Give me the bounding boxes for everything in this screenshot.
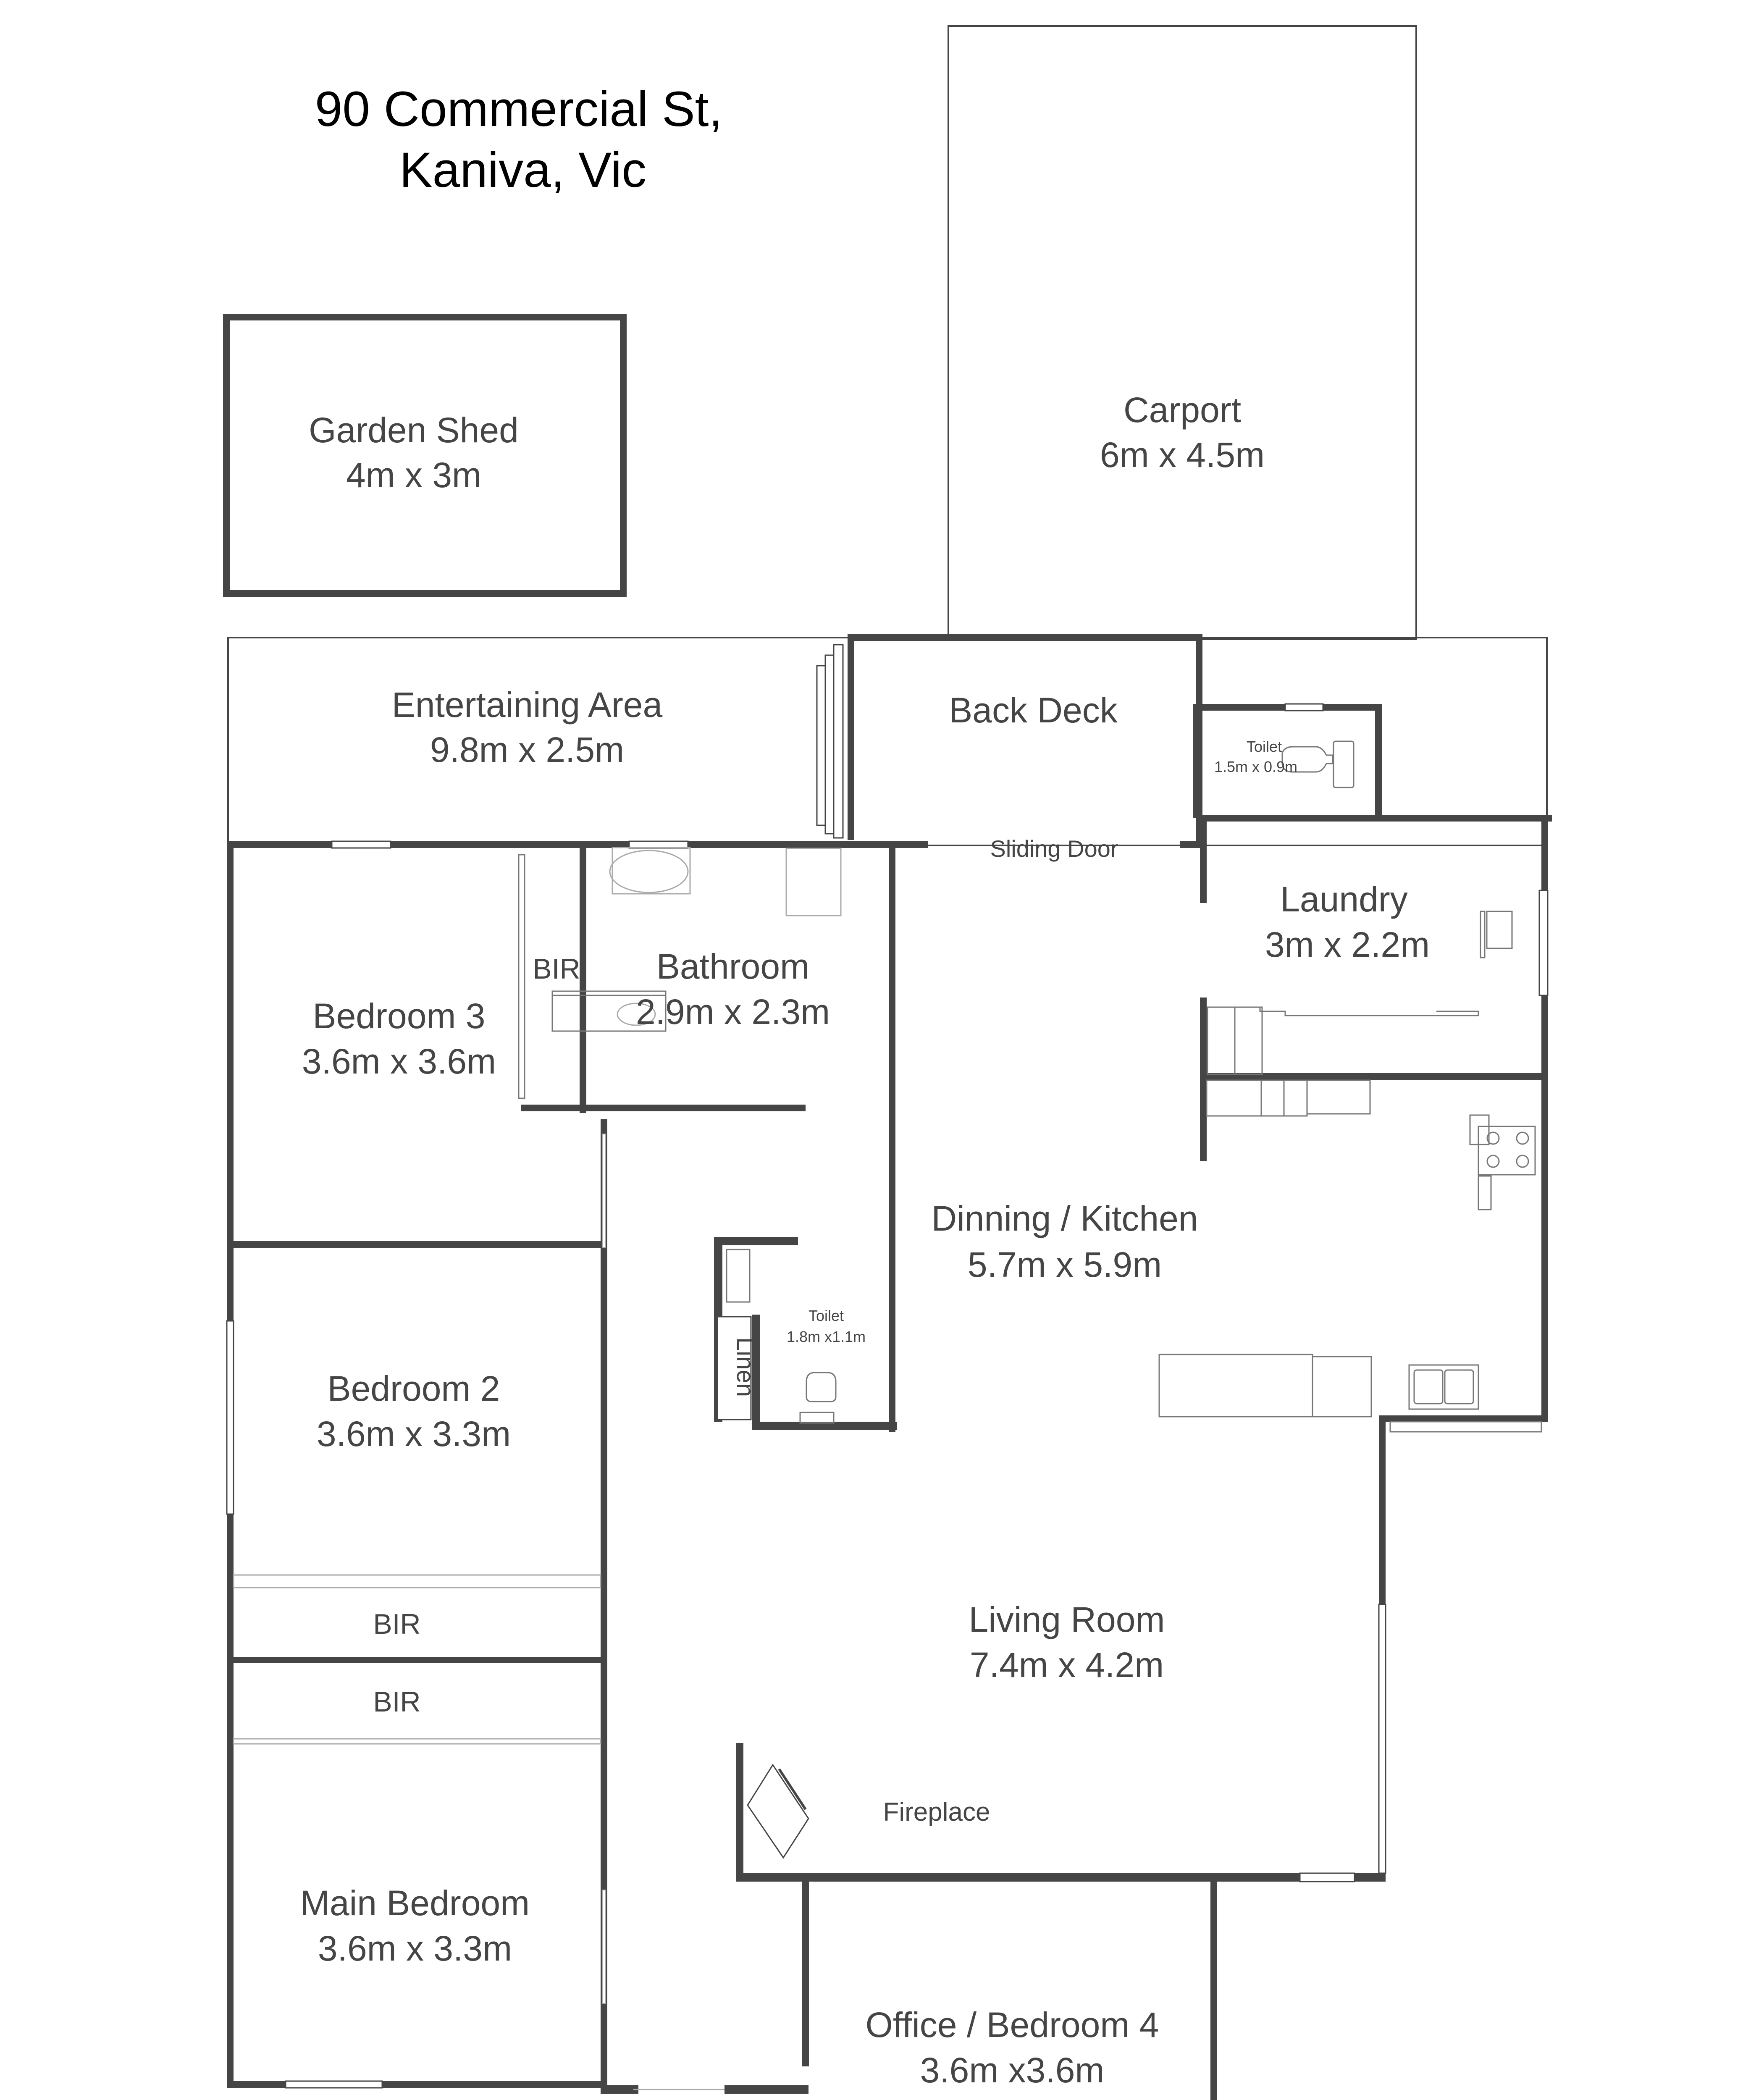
- bathroom-fixtures: [551, 847, 842, 1032]
- linen-label: Linen: [732, 1337, 759, 1397]
- room-labels: Laundry 3m x 2.2m BIR Bedroom 3 3.6m x 3…: [300, 879, 1430, 2090]
- bedroom2-label: Bedroom 2: [328, 1369, 500, 1408]
- address-line-2: Kaniva, Vic: [399, 142, 646, 198]
- main-bedroom-label: Main Bedroom: [300, 1883, 530, 1923]
- laundry-label: Laundry: [1280, 879, 1408, 919]
- laundry-fixtures: [1207, 911, 1513, 1075]
- garden-shed-label: Garden Shed: [309, 410, 519, 450]
- kitchen-fixtures: [1158, 1079, 1542, 1433]
- rear-toilet: Toilet 1.5m x 0.9m: [1193, 703, 1382, 818]
- bedroom2-size: 3.6m x 3.3m: [317, 1414, 511, 1454]
- carport: Carport 6m x 4.5m: [948, 25, 1417, 640]
- bir-bedroom3-label: BIR: [533, 953, 580, 985]
- main-bedroom-size: 3.6m x 3.3m: [318, 1929, 512, 1968]
- carport-size: 6m x 4.5m: [1100, 435, 1265, 475]
- office-size: 3.6m x3.6m: [920, 2050, 1105, 2090]
- fireplace-label: Fireplace: [883, 1798, 990, 1827]
- kitchen-sink-icon: [1408, 1364, 1479, 1410]
- dining-kitchen-label: Dinning / Kitchen: [931, 1199, 1198, 1238]
- bathroom-label: Bathroom: [656, 947, 809, 986]
- address-title: 90 Commercial St, Kaniva, Vic: [315, 81, 723, 198]
- carport-label: Carport: [1124, 390, 1241, 430]
- bathroom-size: 2.9m x 2.3m: [636, 992, 830, 1032]
- living-room-label: Living Room: [969, 1600, 1165, 1639]
- office-label: Office / Bedroom 4: [866, 2005, 1159, 2045]
- entertaining-area-label: Entertaining Area: [392, 685, 663, 724]
- dining-kitchen-size: 5.7m x 5.9m: [968, 1245, 1162, 1284]
- bir-bedroom2-label: BIR: [373, 1608, 420, 1640]
- rear-toilet-label: Toilet: [1247, 738, 1282, 755]
- bir-main-label: BIR: [373, 1686, 420, 1718]
- hall-toilet-size: 1.8m x1.1m: [787, 1328, 866, 1345]
- back-deck: Back Deck Sliding Door: [816, 634, 1202, 862]
- bedroom3-label: Bedroom 3: [313, 996, 486, 1036]
- hall-toilet-fixtures: Linen Toilet 1.8m x1.1m: [717, 1249, 866, 1424]
- garden-shed: Garden Shed 4m x 3m: [223, 314, 627, 597]
- rear-toilet-size: 1.5m x 0.9m: [1214, 758, 1297, 775]
- back-deck-label: Back Deck: [949, 690, 1118, 730]
- bedroom3-size: 3.6m x 3.6m: [302, 1042, 496, 1081]
- sliding-door-label: Sliding Door: [990, 835, 1118, 862]
- cooktop-icon: [1478, 1126, 1536, 1176]
- hall-toilet-label: Toilet: [808, 1307, 844, 1324]
- fireplace-icon: Fireplace: [747, 1764, 990, 1859]
- entertaining-area-size: 9.8m x 2.5m: [430, 730, 624, 769]
- garden-shed-size: 4m x 3m: [346, 455, 481, 495]
- laundry-size: 3m x 2.2m: [1265, 925, 1430, 964]
- living-room-size: 7.4m x 4.2m: [970, 1645, 1164, 1685]
- address-line-1: 90 Commercial St,: [315, 81, 723, 137]
